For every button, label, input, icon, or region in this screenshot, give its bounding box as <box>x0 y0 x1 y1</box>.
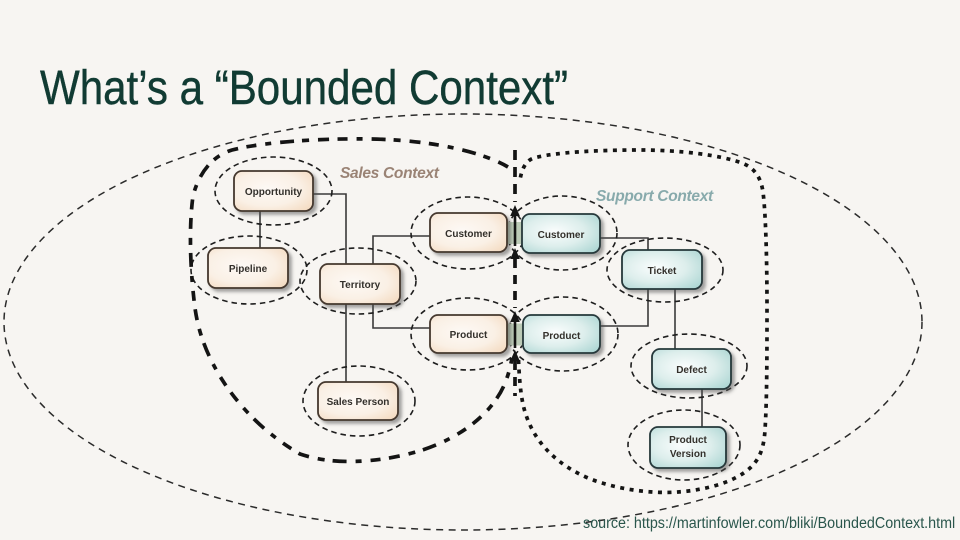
svg-text:Opportunity: Opportunity <box>245 187 303 198</box>
svg-text:Defect: Defect <box>676 365 707 376</box>
svg-text:Product: Product <box>669 435 707 446</box>
svg-text:Customer: Customer <box>445 229 492 240</box>
svg-text:Support Context: Support Context <box>596 188 714 205</box>
svg-text:Product: Product <box>543 331 581 342</box>
svg-text:Sales Context: Sales Context <box>340 165 440 182</box>
svg-text:Sales Person: Sales Person <box>327 397 390 408</box>
svg-text:Pipeline: Pipeline <box>229 264 268 275</box>
svg-text:Version: Version <box>670 449 706 460</box>
svg-text:Territory: Territory <box>340 280 381 291</box>
svg-text:Customer: Customer <box>538 230 585 241</box>
svg-text:Ticket: Ticket <box>648 266 677 277</box>
svg-text:Product: Product <box>450 330 488 341</box>
